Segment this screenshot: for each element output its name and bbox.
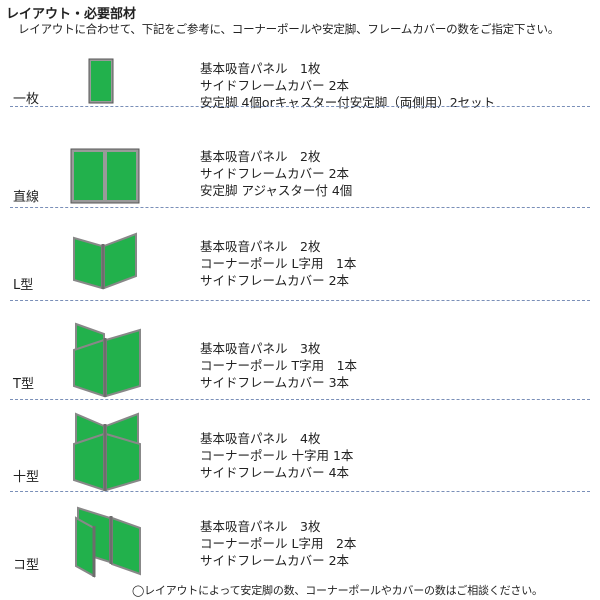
t-shape-illustration [73,322,141,398]
single-panel-illustration [88,58,114,104]
page-title: レイアウト・必要部材 [6,7,137,22]
layout-row-u-shape: コ型 基本吸音パネル 3枚 コーナーポール L字用 2本 サイドフレームカバー … [0,498,600,578]
part-item: 基本吸音パネル 4枚 [200,431,321,446]
separator [10,399,590,400]
part-item: サイドフレームカバー 2本 [200,273,350,288]
layout-parts: 基本吸音パネル 3枚 コーナーポール T字用 1本 サイドフレームカバー 3本 [200,340,357,391]
part-item: 基本吸音パネル 1枚 [200,61,321,76]
part-item: コーナーポール T字用 1本 [200,358,358,373]
part-item: コーナーポール 十字用 1本 [200,448,354,463]
layout-row-single: 一枚 基本吸音パネル 1枚 サイドフレームカバー 2本 安定脚 4個orキャスタ… [0,55,600,110]
part-item: 基本吸音パネル 2枚 [200,149,321,164]
part-item: 安定脚 4個orキャスター付安定脚（両側用）2セット [200,95,496,110]
layout-label: 一枚 [13,92,40,107]
straight-panels-illustration [70,148,140,204]
part-item: コーナーポール L字用 1本 [200,256,357,271]
intro-text: レイアウトに合わせて、下記をご参考に、コーナーポールや安定脚、フレームカバーの数… [18,22,560,36]
part-item: 基本吸音パネル 3枚 [200,341,321,356]
u-shape-illustration [75,506,141,578]
part-item: サイドフレームカバー 3本 [200,375,350,390]
layout-label: 十型 [13,470,40,485]
separator [10,300,590,301]
part-item: サイドフレームカバー 2本 [200,78,350,93]
part-item: コーナーポール L字用 2本 [200,536,357,551]
separator [10,106,590,107]
separator [10,491,590,492]
footer-note: ◯レイアウトによって安定脚の数、コーナーポールやカバーの数はご相談ください。 [132,584,543,597]
part-item: 基本吸音パネル 2枚 [200,239,321,254]
layout-label: L型 [13,278,34,293]
layout-label: 直線 [13,190,40,205]
l-shape-illustration [73,232,137,290]
layout-parts: 基本吸音パネル 4枚 コーナーポール 十字用 1本 サイドフレームカバー 4本 [200,430,353,481]
layout-label: コ型 [13,558,40,573]
part-item: サイドフレームカバー 2本 [200,166,350,181]
layout-row-t-shape: T型 基本吸音パネル 3枚 コーナーポール T字用 1本 サイドフレームカバー … [0,318,600,400]
layout-parts: 基本吸音パネル 2枚 サイドフレームカバー 2本 安定脚 アジャスター付 4個 [200,148,352,199]
part-item: 基本吸音パネル 3枚 [200,519,321,534]
layout-parts: 基本吸音パネル 3枚 コーナーポール L字用 2本 サイドフレームカバー 2本 [200,518,356,569]
layout-row-cross: 十型 基本吸音パネル 4枚 コーナーポール 十字用 1本 サイドフレームカバー … [0,408,600,494]
layout-row-l-shape: L型 基本吸音パネル 2枚 コーナーポール L字用 1本 サイドフレームカバー … [0,220,600,300]
layout-row-straight: 直線 基本吸音パネル 2枚 サイドフレームカバー 2本 安定脚 アジャスター付 … [0,138,600,208]
part-item: サイドフレームカバー 4本 [200,465,350,480]
cross-illustration [73,412,141,492]
layout-parts: 基本吸音パネル 2枚 コーナーポール L字用 1本 サイドフレームカバー 2本 [200,238,356,289]
part-item: 安定脚 アジャスター付 4個 [200,183,353,198]
layout-parts: 基本吸音パネル 1枚 サイドフレームカバー 2本 安定脚 4個orキャスター付安… [200,60,495,111]
layout-label: T型 [13,377,34,392]
separator [10,207,590,208]
part-item: サイドフレームカバー 2本 [200,553,350,568]
